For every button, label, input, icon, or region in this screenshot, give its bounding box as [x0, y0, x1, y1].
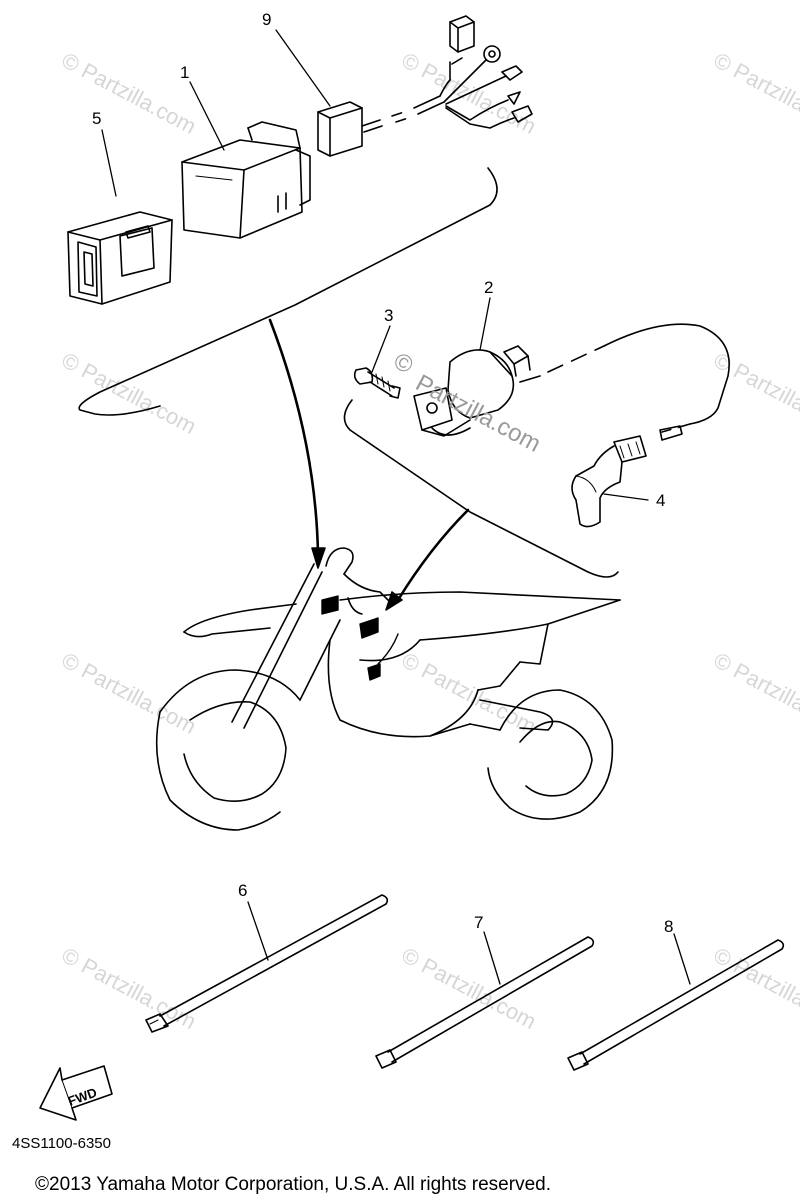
motorcycle-outline — [155, 547, 621, 831]
part-4-plug-cap[interactable] — [571, 435, 647, 528]
watermark: © Partzilla.com — [398, 647, 541, 739]
callout-3: 3 — [384, 306, 393, 325]
callout-9: 9 — [262, 10, 271, 29]
callout-5: 5 — [92, 109, 101, 128]
leader-lines — [101, 29, 691, 985]
watermark: © Partzilla.com — [58, 942, 201, 1034]
callout-8: 8 — [664, 917, 673, 936]
callout-1: 1 — [180, 63, 189, 82]
center-watermark: © Partzilla.com — [389, 347, 545, 457]
watermark: © Partzilla.com — [58, 647, 201, 739]
part-1-cdi-unit[interactable] — [181, 121, 311, 239]
callout-2: 2 — [484, 278, 493, 297]
group-bracket-upper — [78, 167, 498, 416]
part-9-coupler[interactable] — [317, 101, 363, 157]
group-bracket-lower — [343, 399, 619, 578]
fwd-arrow-icon — [39, 1065, 113, 1121]
watermark: © Partzilla.com — [710, 647, 800, 739]
callout-4: 4 — [656, 491, 665, 510]
arrow-lower-to-bike — [396, 508, 470, 602]
part-3-bolt[interactable] — [353, 367, 401, 399]
center-watermark-symbol: © — [389, 347, 418, 379]
diagram-code: 4SS1100-6350 — [12, 1135, 111, 1152]
wire-harness — [361, 15, 533, 133]
part-6-cable-tie[interactable] — [145, 894, 389, 1033]
watermark: © Partzilla.com — [58, 47, 201, 139]
bike-mount-marks — [321, 595, 399, 681]
part-5-holder[interactable] — [67, 211, 173, 305]
callout-labels: 1 2 3 4 5 6 7 8 9 — [92, 10, 673, 936]
part-8-cable-tie[interactable] — [567, 939, 785, 1071]
copyright-notice: ©2013 Yamaha Motor Corporation, U.S.A. A… — [35, 1174, 551, 1195]
callout-6: 6 — [238, 881, 247, 900]
arrow-upper-to-bike — [268, 318, 320, 557]
callout-7: 7 — [474, 913, 483, 932]
watermark: © Partzilla.com — [710, 942, 800, 1034]
watermark: © Partzilla.com — [58, 347, 201, 439]
watermark: © Partzilla.com — [710, 47, 800, 139]
part-7-cable-tie[interactable] — [375, 936, 595, 1069]
part-2-ignition-coil[interactable] — [413, 345, 541, 437]
spark-plug-lead — [547, 323, 730, 441]
watermark-layer: © Partzilla.com © Partzilla.com © Partzi… — [58, 47, 800, 1034]
